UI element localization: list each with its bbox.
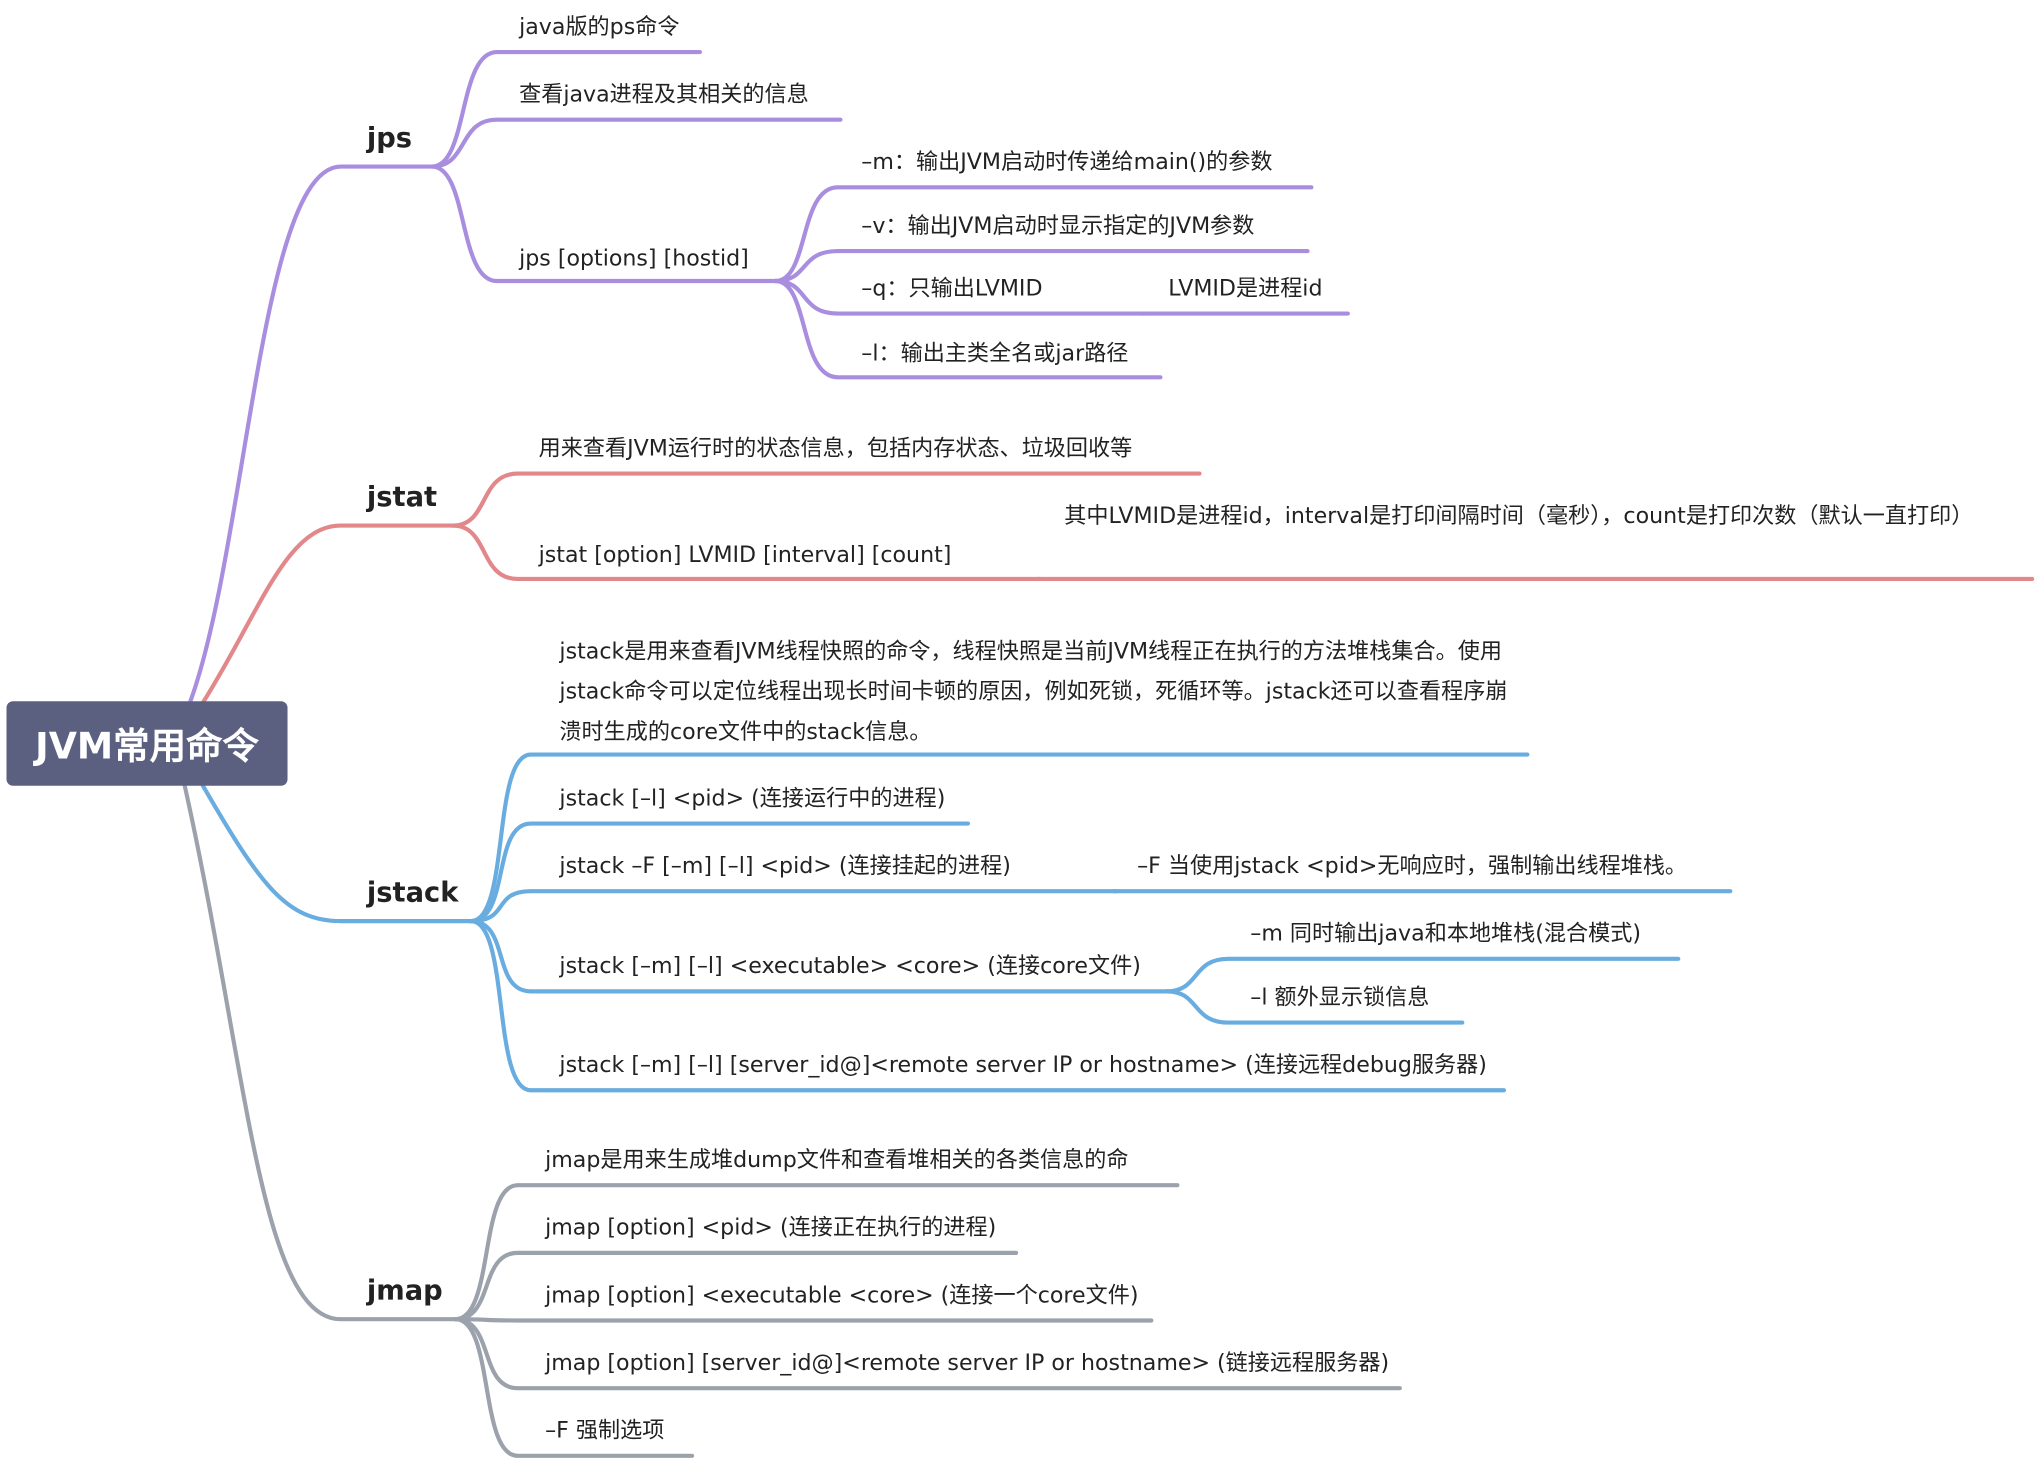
jps-item: 查看java进程及其相关的信息 bbox=[519, 81, 809, 108]
jstack-item: jstack –F [–m] [–l] <pid> (连接挂起的进程) bbox=[559, 853, 1011, 880]
jstack-item: jstack [–m] [–l] [server_id@]<remote ser… bbox=[559, 1052, 1487, 1079]
connector-root-jmap bbox=[182, 783, 458, 1322]
jmap-item: –F 强制选项 bbox=[545, 1418, 665, 1445]
connector-jstat-item-2 bbox=[450, 523, 1043, 582]
jstack-item: jstack [–l] <pid> (连接运行中的进程) bbox=[559, 785, 946, 812]
jps-option: –q：只输出LVMID bbox=[861, 275, 1043, 302]
jmap-item: jmap [option] [server_id@]<remote server… bbox=[545, 1350, 1390, 1377]
branch-jstat: jstat bbox=[366, 481, 438, 513]
jstack-core-option: –l 额外显示锁信息 bbox=[1250, 984, 1430, 1011]
connector-root-jstack bbox=[200, 783, 474, 924]
branch-jstack: jstack bbox=[366, 876, 459, 909]
connector-jmap-item-1 bbox=[453, 1183, 1180, 1322]
jps-item: jps [options] [hostid] bbox=[519, 245, 749, 272]
root-node: JVM常用命令 bbox=[6, 701, 288, 786]
jstat-item: 用来查看JVM运行时的状态信息，包括内存状态、垃圾回收等 bbox=[538, 435, 1133, 462]
connector-jps-item-1 bbox=[429, 49, 703, 169]
jstack-f-note: –F 当使用jstack <pid>无响应时，强制输出线程堆栈。 bbox=[1137, 853, 1688, 880]
connector-jstack-core-option-2 bbox=[1164, 989, 1465, 1025]
branch-jmap: jmap bbox=[366, 1274, 443, 1307]
connector-root-jstat bbox=[200, 523, 455, 705]
connector-jps-option-1 bbox=[773, 185, 1314, 284]
jps-option: –m：输出JVM启动时传递给main()的参数 bbox=[861, 149, 1273, 176]
jstack-core-option: –m 同时输出java和本地堆栈(混合模式) bbox=[1250, 921, 1642, 948]
connector-jstat-item-1 bbox=[450, 471, 1202, 528]
jstack-item: jstack [–m] [–l] <executable> <core> (连接… bbox=[559, 953, 1141, 980]
connector-jstack-item-4 bbox=[468, 919, 1170, 994]
jstat-item: jstat [option] LVMID [interval] [count] bbox=[538, 542, 952, 569]
jmap-item: jmap [option] <executable <core> (连接一个co… bbox=[545, 1282, 1139, 1309]
connector-jstack-core-option-1 bbox=[1164, 956, 1681, 994]
jstack-description: jstack是用来查看JVM线程快照的命令，线程快照是当前JVM线程正在执行的方… bbox=[559, 638, 1508, 746]
connector-jstack-item-3 bbox=[468, 889, 1119, 924]
connector-jps-option-2 bbox=[773, 249, 1310, 284]
connector-jmap-item-2 bbox=[453, 1250, 1019, 1322]
connector-jstack-item-5 bbox=[468, 919, 1507, 1093]
jmap-item: jmap是用来生成堆dump文件和查看堆相关的各类信息的命 bbox=[545, 1147, 1129, 1174]
jps-option: –l：输出主类全名或jar路径 bbox=[861, 340, 1129, 367]
connector-jps-item-3 bbox=[429, 164, 778, 284]
jps-option: –v：输出JVM启动时显示指定的JVM参数 bbox=[861, 213, 1255, 240]
jps-q-note: LVMID是进程id bbox=[1168, 275, 1323, 302]
connector-jps-item-2 bbox=[429, 117, 843, 169]
jps-item: java版的ps命令 bbox=[519, 14, 680, 41]
jmap-item: jmap [option] <pid> (连接正在执行的进程) bbox=[545, 1215, 997, 1242]
connector-jmap-item-5 bbox=[453, 1317, 695, 1458]
branch-jps: jps bbox=[366, 122, 413, 154]
connector-root-jps bbox=[187, 164, 435, 705]
connector-jstack-item-2 bbox=[468, 821, 971, 924]
connector-jps-option-4 bbox=[773, 278, 1163, 380]
connector-jmap-item-3 bbox=[453, 1317, 1154, 1323]
jstat-note: 其中LVMID是进程id，interval是打印间隔时间（毫秒），count是打… bbox=[1064, 503, 1974, 530]
connector-jstack-item-1 bbox=[468, 752, 1530, 924]
